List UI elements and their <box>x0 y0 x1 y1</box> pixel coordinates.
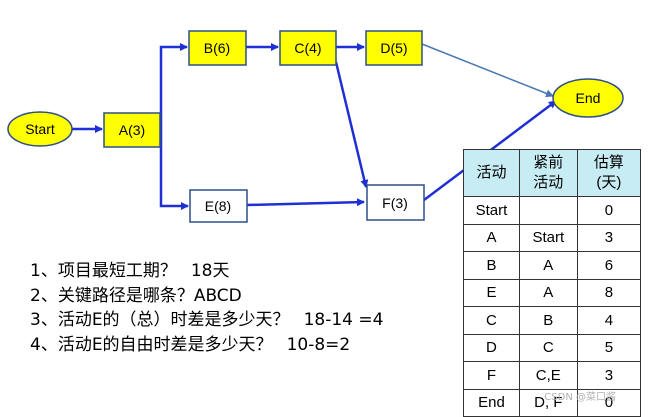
node-d-label: D(5) <box>380 40 407 56</box>
table-row: D C 5 <box>463 333 642 362</box>
question-text: 3、活动E的（总）时差是多少天？ <box>30 310 290 330</box>
question-text: 2、关键路径是哪条？ABCD <box>30 285 242 306</box>
node-b: B(6) <box>188 30 247 66</box>
cell-activity: D <box>463 333 520 362</box>
header-activity: 活动 <box>463 149 520 197</box>
node-c: C(4) <box>279 30 337 66</box>
cell-activity: C <box>463 306 520 335</box>
cell-activity: A <box>463 223 520 252</box>
cell-estimate: 3 <box>576 223 642 252</box>
question-4: 4、活动E的自由时差是多少天？ 10-8=2 <box>30 333 383 358</box>
cell-predecessor: A <box>518 278 578 307</box>
header-estimate: 估算 (天) <box>576 149 642 197</box>
node-e: E(8) <box>189 189 248 223</box>
question-list: 1、项目最短工期？ 18天 2、关键路径是哪条？ABCD 3、活动E的（总）时差是… <box>30 259 383 357</box>
table-header-row: 活动 紧前 活动 估算 (天) <box>463 149 642 197</box>
activity-table: 活动 紧前 活动 估算 (天) Start 0 A Start 3 B A 6 … <box>463 149 642 417</box>
header-predecessor: 紧前 活动 <box>518 149 578 197</box>
watermark: CSDN @菜口酱 <box>544 392 616 403</box>
cell-activity: B <box>463 251 520 280</box>
table-row: Start 0 <box>463 196 642 225</box>
node-a-label: A(3) <box>119 122 145 138</box>
node-end: End <box>552 78 624 118</box>
cell-estimate: 4 <box>576 306 642 335</box>
table-row: E A 8 <box>463 278 642 307</box>
edge-e-f <box>246 198 365 207</box>
cell-activity: End <box>463 388 520 417</box>
question-answer: 18天 <box>190 261 230 281</box>
node-start-label: Start <box>25 121 55 137</box>
edge-c-f <box>334 61 369 188</box>
node-b-label: B(6) <box>204 40 230 56</box>
cell-estimate: 6 <box>576 251 642 280</box>
node-end-label: End <box>576 90 601 106</box>
cell-estimate: 3 <box>576 361 642 390</box>
question-1: 1、项目最短工期？ 18天 <box>30 259 383 284</box>
cell-estimate: 8 <box>576 278 642 307</box>
question-3: 3、活动E的（总）时差是多少天？ 18-14 =4 <box>30 308 383 333</box>
question-answer: 18-14 =4 <box>303 310 384 330</box>
edge-d-end <box>421 43 554 98</box>
network-diagram: Start A(3) B(6) C(4) D(5) E(8) F(3) End <box>7 30 624 223</box>
cell-predecessor: B <box>518 306 578 335</box>
question-answer: 10-8=2 <box>286 334 351 355</box>
cell-predecessor: C,E <box>518 361 578 390</box>
node-start: Start <box>7 111 73 147</box>
cell-predecessor: Start <box>518 223 578 252</box>
question-text: 1、项目最短工期？ <box>30 261 177 281</box>
node-f-label: F(3) <box>382 195 408 211</box>
node-a: A(3) <box>103 112 161 148</box>
cell-estimate: 0 <box>576 196 642 225</box>
cell-predecessor <box>518 196 578 225</box>
question-2: 2、关键路径是哪条？ABCD <box>30 284 383 309</box>
question-text: 4、活动E的自由时差是多少天？ <box>30 334 273 355</box>
cell-predecessor: C <box>518 333 578 362</box>
table-row: A Start 3 <box>463 223 642 252</box>
table-row: B A 6 <box>463 251 642 280</box>
cell-estimate: 5 <box>576 333 642 362</box>
edge-a-b <box>159 43 188 129</box>
cell-activity: E <box>463 278 520 307</box>
cell-activity: F <box>463 361 520 390</box>
cell-predecessor: A <box>518 251 578 280</box>
table-row: F C,E 3 <box>463 361 642 390</box>
node-f: F(3) <box>366 184 425 221</box>
table-row: C B 4 <box>463 306 642 335</box>
edge-a-e <box>159 129 189 210</box>
cell-activity: Start <box>463 196 520 225</box>
node-c-label: C(4) <box>294 40 321 56</box>
node-d: D(5) <box>365 30 423 66</box>
node-e-label: E(8) <box>205 198 231 214</box>
